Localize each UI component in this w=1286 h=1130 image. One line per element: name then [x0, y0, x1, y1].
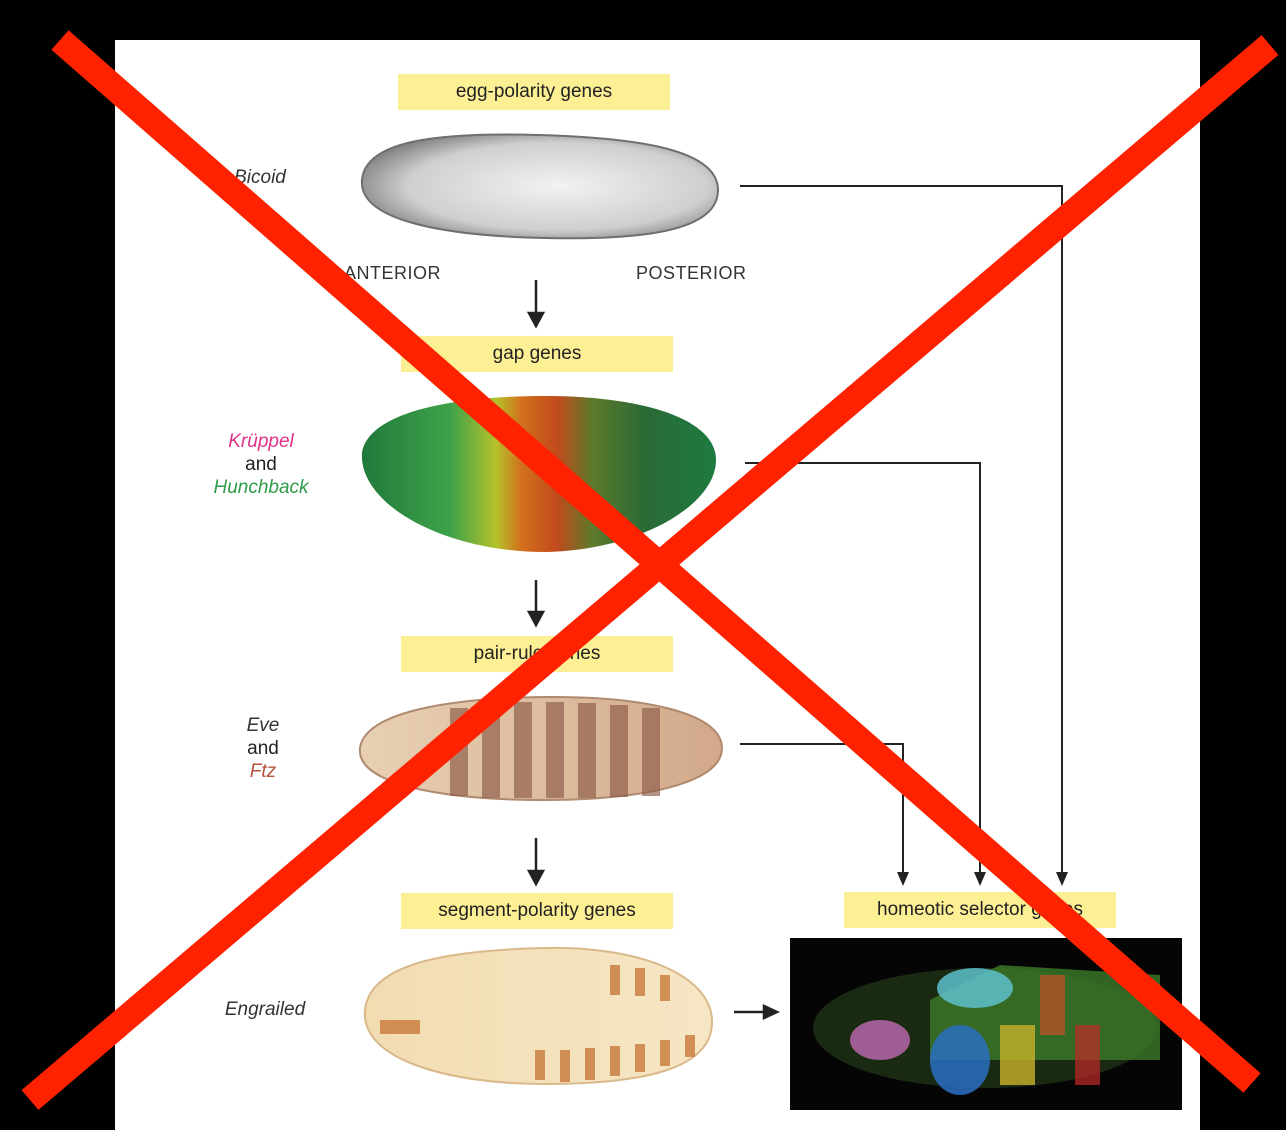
- cross-out-overlay: [0, 0, 1286, 1130]
